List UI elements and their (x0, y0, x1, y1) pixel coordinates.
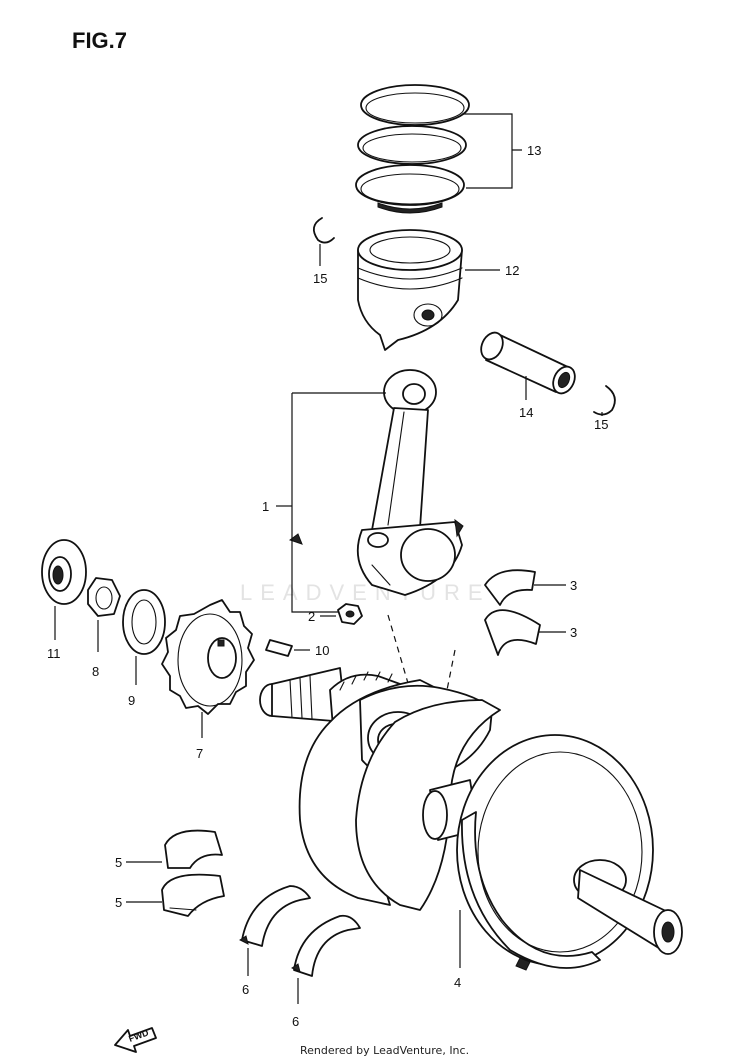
callout-2: 2 (308, 609, 315, 624)
callout-14: 14 (519, 405, 533, 420)
connecting-rod-nut[interactable] (337, 603, 363, 625)
callout-12: 12 (505, 263, 519, 278)
crank-bearing-lower[interactable] (161, 873, 225, 917)
callout-3b: 3 (570, 625, 577, 640)
bracket-1 (291, 392, 386, 613)
alignment-line-b (444, 649, 456, 701)
crankshaft[interactable] (259, 667, 683, 971)
oil-seal[interactable] (41, 539, 87, 605)
crank-bearing-upper[interactable] (164, 829, 223, 869)
callout-7: 7 (196, 746, 203, 761)
conrod-bearing-lower[interactable] (484, 609, 541, 656)
piston-pin[interactable] (477, 329, 579, 397)
connecting-rod[interactable] (288, 369, 464, 596)
callout-5b: 5 (115, 895, 122, 910)
thrust-washer-right[interactable] (291, 914, 361, 977)
callout-15b: 15 (594, 417, 608, 432)
watermark: LEADVENTURE (240, 580, 491, 605)
callout-1: 1 (262, 499, 269, 514)
conrod-bearing-upper[interactable] (484, 569, 536, 606)
piston-pin-circlip-left[interactable] (312, 217, 335, 244)
washer[interactable] (122, 589, 166, 655)
callout-9: 9 (128, 693, 135, 708)
callout-13: 13 (527, 143, 541, 158)
callout-15a: 15 (313, 271, 327, 286)
callout-5a: 5 (115, 855, 122, 870)
primary-drive-gear[interactable] (161, 599, 255, 715)
gear-key[interactable] (265, 639, 293, 657)
crankshaft-nut[interactable] (87, 577, 121, 617)
thrust-washer-left[interactable] (239, 885, 311, 947)
piston-rings[interactable] (355, 84, 470, 214)
callout-6b: 6 (292, 1014, 299, 1029)
callout-10: 10 (315, 643, 329, 658)
piston-pin-circlip-right[interactable] (593, 385, 616, 416)
callout-11: 11 (47, 646, 61, 661)
footer-credit: Rendered by LeadVenture, Inc. (300, 1044, 469, 1057)
callout-6a: 6 (242, 982, 249, 997)
bracket-13 (462, 113, 522, 189)
figure-title: FIG.7 (72, 28, 127, 53)
callout-4: 4 (454, 975, 461, 990)
alignment-line-a (387, 614, 411, 691)
callout-8: 8 (92, 664, 99, 679)
callout-3a: 3 (570, 578, 577, 593)
forward-arrow-icon (114, 1027, 157, 1053)
piston[interactable] (357, 229, 463, 351)
